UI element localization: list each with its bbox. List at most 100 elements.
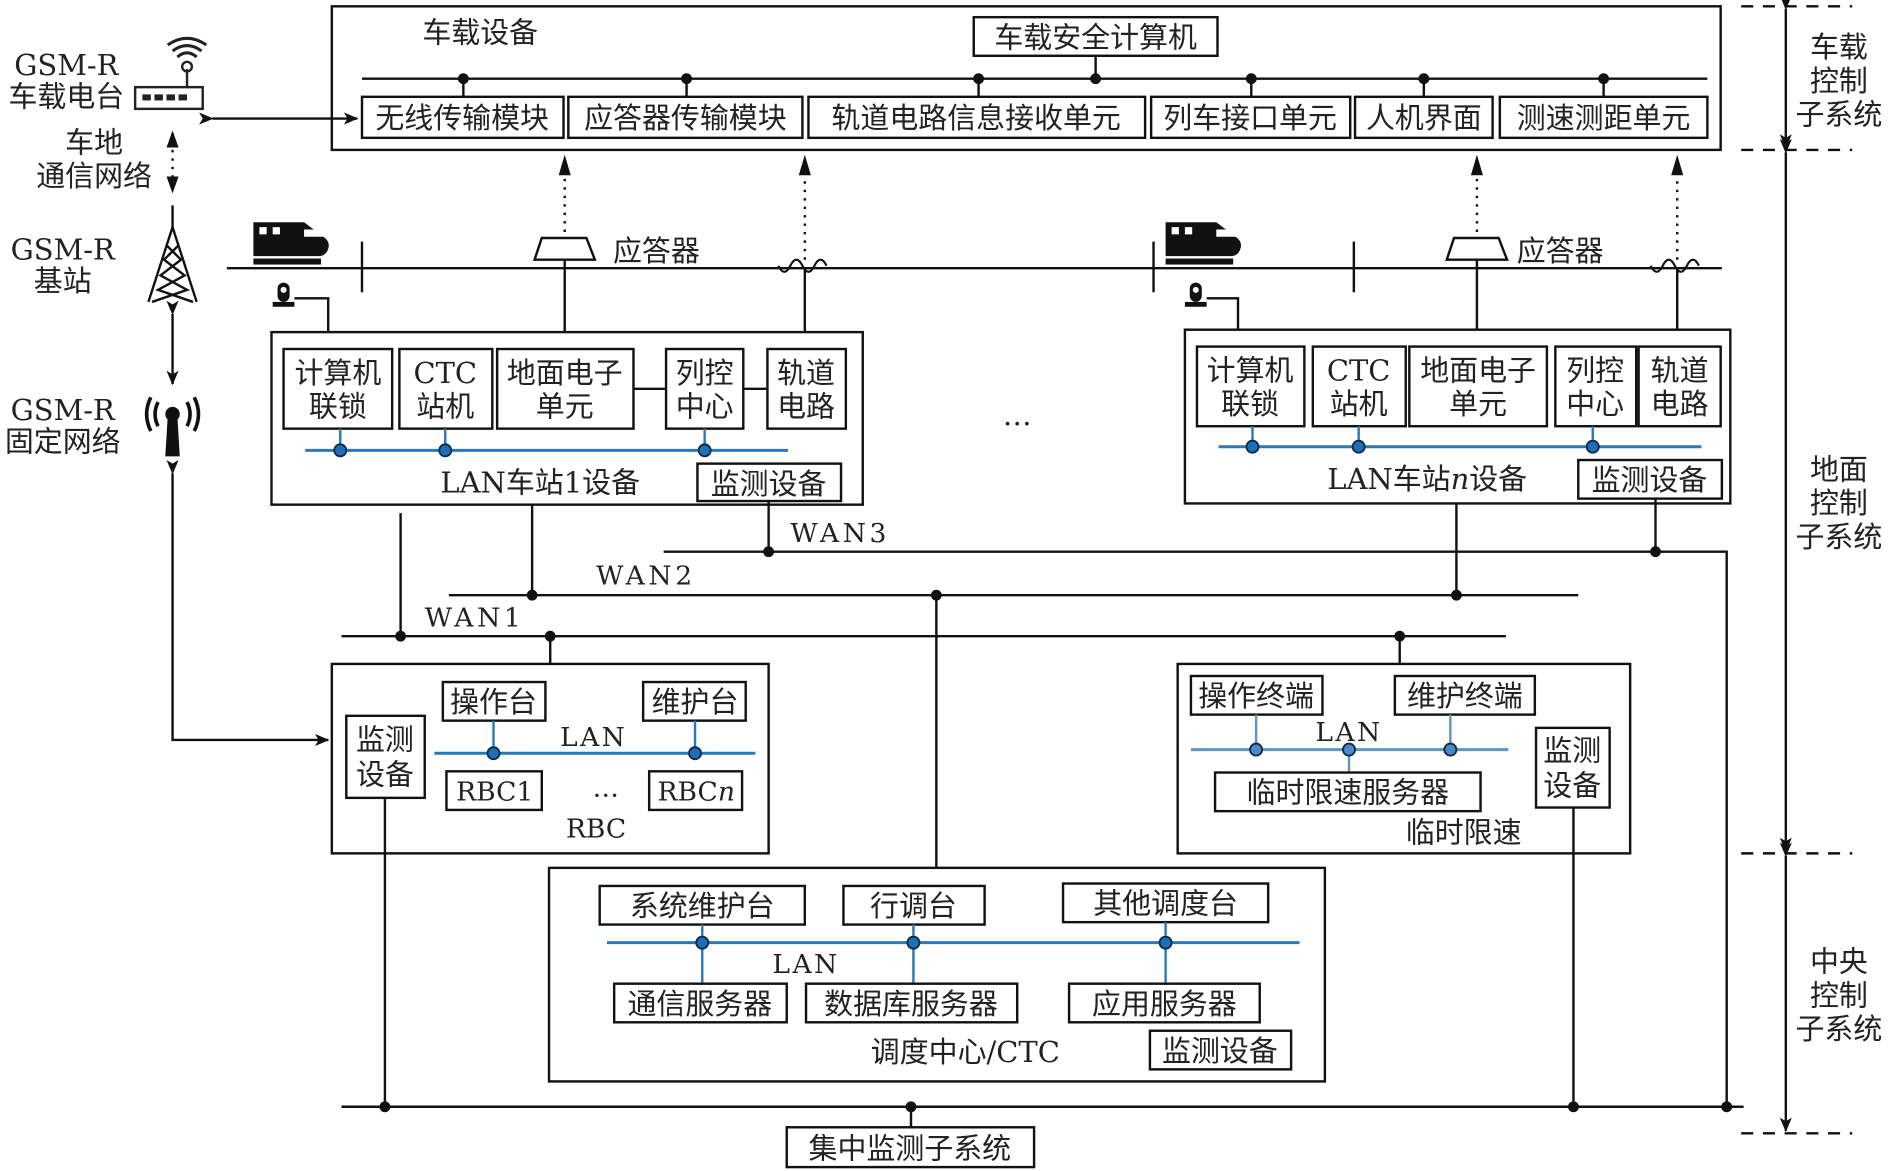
onboard-module: 轨道电路信息接收单元 xyxy=(807,95,1147,140)
wan2-label: WAN2 xyxy=(596,560,696,591)
onboard-module: 应答器传输模块 xyxy=(567,95,804,140)
svg-text:单元: 单元 xyxy=(536,390,594,424)
balise-icon xyxy=(532,236,597,261)
tsr-group: 操作终端 维护终端 LAN 临时限速服务器 监测 设备 临时限速 xyxy=(1176,662,1632,1107)
gsmr-column: GSM-R 车载电台 车地 通信网络 GSM-R 基站 GSM-R 固定网络 xyxy=(5,36,359,746)
central-monitoring-group: 集中监测子系统 xyxy=(341,1101,1744,1169)
subsystem-brackets: 车载 控制 子系统 地面 控制 子系统 中央 控制 子系统 xyxy=(1741,0,1882,1135)
onboard-module: 无线传输模块 xyxy=(360,95,565,140)
station-n-label: LAN车站n设备 xyxy=(1327,462,1527,496)
rbc-console: 操作台 xyxy=(450,685,537,719)
svg-text:地面电子: 地面电子 xyxy=(1420,353,1536,387)
svg-text:站机: 站机 xyxy=(1330,387,1388,421)
svg-text:地面电子: 地面电子 xyxy=(507,356,623,390)
tsr-monitor: 设备 xyxy=(1543,768,1601,802)
balise-icon xyxy=(1445,236,1509,261)
network-label: 通信网络 xyxy=(36,159,152,193)
signal-icon xyxy=(1184,282,1207,307)
fixed-network-label: GSM-R xyxy=(11,393,116,427)
tsr-label: 临时限速 xyxy=(1406,816,1522,850)
tsr-monitor: 监测 xyxy=(1543,733,1601,767)
base-station-tower-icon xyxy=(147,205,198,304)
svg-text:应答器传输模块: 应答器传输模块 xyxy=(584,101,787,135)
ctc-group: 系统维护台 行调台 其他调度台 LAN 通信服务器 数据库服务器 应用服务器 调… xyxy=(547,866,1327,1083)
svg-text:列控: 列控 xyxy=(1566,353,1624,387)
ground-subsystem-label: 控制 xyxy=(1810,486,1868,520)
wan3-label: WAN3 xyxy=(790,518,890,549)
balise-label: 应答器 xyxy=(1517,234,1604,268)
train-icon xyxy=(1165,222,1242,265)
onboard-title: 车载设备 xyxy=(422,16,538,50)
fixed-network-antenna-icon xyxy=(144,396,201,457)
onboard-computer-label: 车载安全计算机 xyxy=(994,20,1197,54)
svg-text:CTC: CTC xyxy=(413,356,477,390)
ctc-comm-server: 通信服务器 xyxy=(627,987,772,1021)
ground-subsystem-label: 地面 xyxy=(1810,452,1868,486)
rbc-label: RBC xyxy=(566,814,626,845)
central-subsystem-label: 中央 xyxy=(1810,945,1868,979)
network-label: 车地 xyxy=(65,125,123,159)
svg-text:计算机: 计算机 xyxy=(1207,353,1294,387)
station-1-label: LAN车站1设备 xyxy=(440,466,640,500)
svg-text:站机: 站机 xyxy=(416,390,474,424)
svg-text:无线传输模块: 无线传输模块 xyxy=(375,101,549,135)
signal-icon xyxy=(272,282,295,307)
wan1-label: WAN1 xyxy=(425,603,525,634)
ctc-other-dispatch: 其他调度台 xyxy=(1093,887,1238,921)
track-circuit-coil-icon xyxy=(777,258,828,273)
svg-text:电路: 电路 xyxy=(1651,387,1709,421)
balise-label: 应答器 xyxy=(613,234,700,268)
onboard-subsystem-label: 车载 xyxy=(1810,30,1868,64)
svg-text:CTC: CTC xyxy=(1327,353,1391,387)
svg-text:人机界面: 人机界面 xyxy=(1366,101,1482,135)
onboard-equipment-group: 车载设备 车载安全计算机 无线传输模块 应答器传输模块 轨道电路信息接收单元 列… xyxy=(330,5,1722,152)
track-circuit-coil-icon xyxy=(1649,258,1700,273)
onboard-module: 人机界面 xyxy=(1353,95,1494,140)
central-subsystem-label: 控制 xyxy=(1810,978,1868,1012)
svg-text:轨道电路信息接收单元: 轨道电路信息接收单元 xyxy=(831,101,1120,135)
onboard-bus-taps xyxy=(457,73,1610,97)
svg-text:轨道: 轨道 xyxy=(1651,353,1709,387)
station-unit: 轨道电路 xyxy=(766,347,848,430)
svg-text:单元: 单元 xyxy=(1449,387,1507,421)
svg-text:测速测距单元: 测速测距单元 xyxy=(1517,101,1691,135)
svg-text:计算机: 计算机 xyxy=(294,356,381,390)
rbc-1: RBC1 xyxy=(456,776,533,807)
train-icon xyxy=(253,222,329,265)
ctc-lan-label: LAN xyxy=(772,949,839,980)
rbc-n: RBCn xyxy=(658,776,735,807)
station-1-monitor: 监测设备 xyxy=(711,467,827,501)
svg-text:中心: 中心 xyxy=(1566,387,1624,421)
central-monitoring-subsystem: 集中监测子系统 xyxy=(809,1132,1012,1166)
rbc-monitor: 监测 xyxy=(356,723,414,757)
svg-text:中心: 中心 xyxy=(676,390,734,424)
ctc-system-maintenance: 系统维护台 xyxy=(630,889,775,923)
fixed-network-to-rbc-link xyxy=(166,460,330,746)
onboard-subsystem-label: 控制 xyxy=(1810,64,1868,98)
onboard-radio-icon xyxy=(133,36,208,111)
tsr-lan-label: LAN xyxy=(1315,717,1382,748)
svg-text:电路: 电路 xyxy=(777,390,835,424)
svg-text:列控: 列控 xyxy=(676,356,734,390)
svg-text:列车接口单元: 列车接口单元 xyxy=(1163,101,1337,135)
fixed-network-label: 固定网络 xyxy=(5,425,121,459)
rbc-maintenance: 维护台 xyxy=(652,685,739,719)
svg-text:联锁: 联锁 xyxy=(1221,387,1279,421)
tsr-operator-terminal: 操作终端 xyxy=(1198,679,1314,713)
ctc-label: 调度中心/CTC xyxy=(871,1035,1060,1069)
rbc-group: 监测 设备 操作台 维护台 LAN RBC1 … RBCn RBC xyxy=(330,662,770,1107)
tsr-maintenance-terminal: 维护终端 xyxy=(1407,679,1523,713)
rbc-ellipsis: … xyxy=(592,773,619,804)
track: 应答器 应答器 … xyxy=(226,154,1722,432)
ctc-application-server: 应用服务器 xyxy=(1092,987,1237,1021)
